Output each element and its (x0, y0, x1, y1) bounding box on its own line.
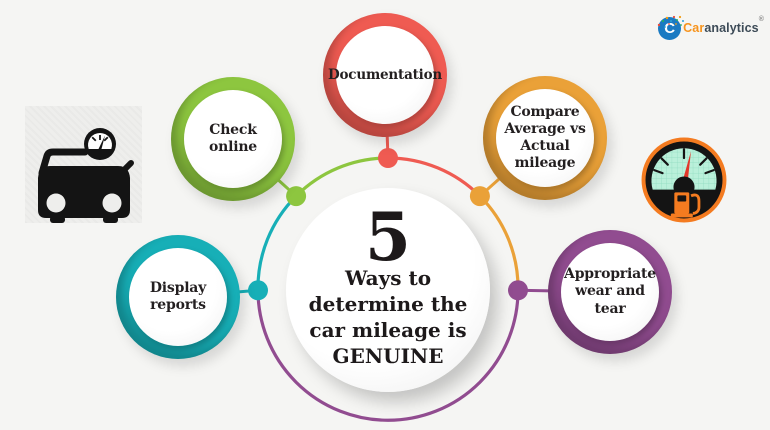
method-circle-check-online: Check online (171, 77, 295, 201)
method-label-wear-and-tear: Appropriate wear and tear (564, 266, 656, 317)
center-title-line-1: Ways to (344, 266, 432, 291)
brand-name-secondary: analytics (704, 21, 759, 36)
brand-logo: C Caranalytics® (657, 6, 764, 40)
method-label-display-reports: Display reports (149, 279, 207, 313)
method-circle-face: Display reports (129, 248, 227, 346)
connector-dot-green (286, 186, 307, 207)
connector-dot-teal (248, 280, 268, 301)
brand-monogram-letter: C (664, 20, 676, 37)
method-circle-face: Compare Average vs Actual mileage (496, 89, 594, 187)
registered-mark: ® (758, 16, 764, 24)
center-title-line-2: determine the (308, 292, 468, 317)
method-circle-documentation: Documentation (323, 13, 447, 137)
ring-arc-teal (256, 194, 298, 292)
method-circle-wear-and-tear: Appropriate wear and tear (548, 230, 672, 354)
method-label-compare-mileage: Compare Average vs Actual mileage (504, 103, 586, 172)
method-label-documentation: Documentation (328, 66, 443, 83)
ring-arc-red (386, 156, 482, 198)
car-icon-tile (25, 106, 142, 223)
center-circle: 5 Ways to determine the car mileage is G… (286, 188, 490, 392)
connector-dot-orange (469, 186, 490, 207)
confetti-icon (657, 15, 685, 28)
ring-arc-purple (256, 288, 520, 422)
method-label-check-online: Check online (208, 121, 258, 155)
ring-arc-orange (478, 194, 520, 292)
center-title-line-3: car mileage is (309, 318, 467, 343)
ring-arc-green (294, 156, 390, 198)
method-circle-face: Appropriate wear and tear (561, 243, 659, 341)
center-number: 5 (365, 197, 411, 276)
connector-dot-red (378, 148, 398, 168)
method-circle-display-reports: Display reports (116, 235, 240, 359)
car-speedometer-icon (38, 128, 134, 223)
method-circle-face: Documentation (328, 26, 442, 124)
center-title-line-4: GENUINE (332, 344, 444, 369)
method-circle-face: Check online (184, 90, 282, 188)
method-circle-compare-mileage: Compare Average vs Actual mileage (483, 76, 607, 200)
brand-monogram: C (657, 15, 685, 40)
brand-name-primary: Car (683, 21, 705, 36)
brand-name: Caranalytics® (683, 16, 764, 40)
fuel-gauge-icon (641, 137, 727, 223)
connector-dot-purple (508, 280, 528, 301)
